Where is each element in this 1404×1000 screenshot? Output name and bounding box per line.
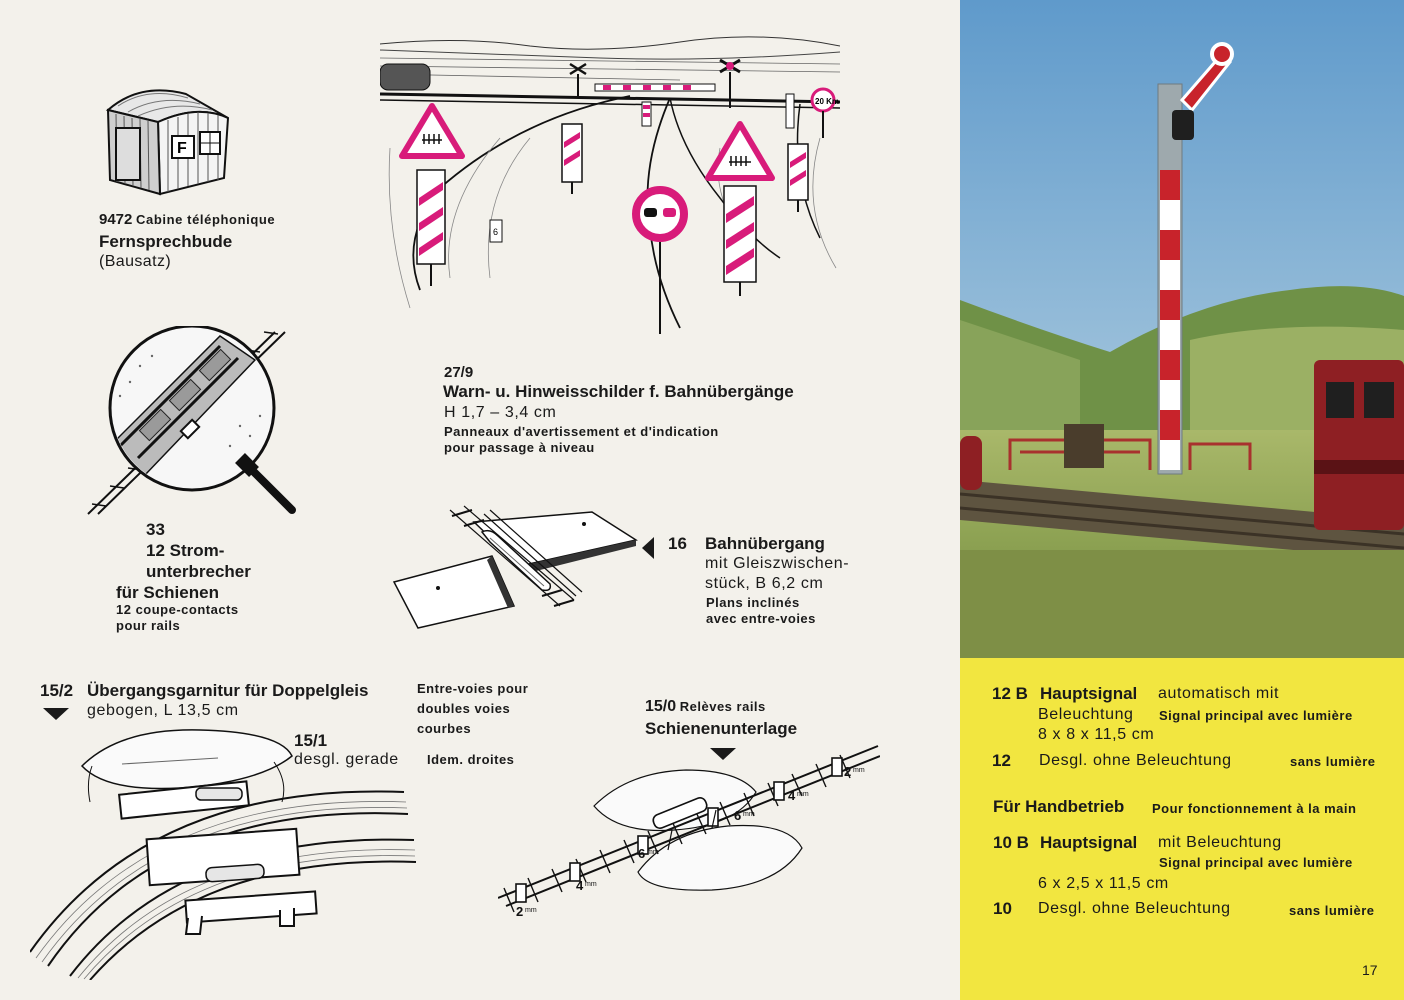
item-15-2-fr-2: doubles voies	[417, 701, 511, 716]
contact-breaker-illustration	[80, 326, 300, 518]
item-15-2-number: 15/2	[40, 681, 74, 700]
semaphore-signal-photo	[960, 0, 1404, 658]
measure-2mm-left: 2	[516, 904, 523, 919]
panel-r9-num: 10	[993, 899, 1012, 918]
item-16-fr-1: Plans inclinés	[706, 595, 800, 610]
measure-unit-6: mm	[853, 767, 865, 774]
item-16-fr-2: avec entre-voies	[706, 611, 816, 626]
rail-lifters-illustration: 2 4 6 6 4 2 mm mm mm mm mm mm	[498, 730, 880, 920]
item-16-number: 16	[668, 534, 687, 553]
item-33-de-2: unterbrecher	[146, 562, 251, 581]
item-27-9-fr-2: pour passage à niveau	[444, 440, 595, 455]
item-15-2-fr-1: Entre-voies pour	[417, 681, 529, 696]
item-15-2-de-1: Übergangsgarnitur für Doppelgleis	[87, 681, 369, 700]
panel-r5-de: Für Handbetrieb	[993, 797, 1125, 816]
item-15-2-de-2: gebogen, L 13,5 cm	[87, 702, 239, 719]
item-33-fr-1: 12 coupe-contacts	[116, 602, 239, 617]
panel-r4-de: Desgl. ohne Beleuchtung	[1039, 752, 1232, 769]
measure-6mm-left: 6	[638, 846, 645, 861]
measure-4mm-left: 4	[576, 878, 584, 893]
item-33-fr-2: pour rails	[116, 618, 181, 633]
panel-r1-name: Hauptsignal	[1040, 684, 1138, 703]
item-15-0-fr: Relèves rails	[679, 699, 766, 714]
measure-6mm-right: 6	[734, 808, 741, 823]
telephone-booth-illustration: F	[88, 82, 238, 202]
item-33-de-1: 12 Strom-	[146, 541, 225, 560]
item-33-de-3: für Schienen	[116, 583, 219, 602]
panel-r6-name: Hauptsignal	[1040, 833, 1138, 852]
panel-r9-fr: sans lumière	[1289, 903, 1375, 918]
item-15-2-fr-3: courbes	[417, 721, 472, 736]
item-15-1-de: desgl. gerade	[294, 751, 399, 768]
item-9472-fr: Cabine téléphonique	[136, 212, 276, 227]
panel-r7-fr: Signal principal avec lumière	[1159, 855, 1353, 870]
km-post-text: 6	[493, 227, 498, 237]
pointer-item-15-2	[43, 708, 69, 720]
item-15-0-de: Schienenunterlage	[645, 719, 798, 738]
road-signs-illustration: 20 Km 6	[380, 28, 840, 338]
panel-r1-num: 12 B	[992, 684, 1028, 703]
level-crossing-illustration	[390, 500, 640, 630]
item-27-9-number: 27/9	[444, 364, 474, 381]
measure-unit-5: mm	[797, 791, 809, 798]
panel-r3-size: 8 x 8 x 11,5 cm	[1038, 726, 1155, 743]
item-33-number: 33	[146, 520, 165, 539]
item-16-de-3: stück, B 6,2 cm	[705, 575, 824, 592]
pointer-item-16	[642, 537, 654, 559]
double-track-illustration	[30, 722, 420, 980]
item-15-0-line: 15/0 Relèves rails	[645, 698, 766, 716]
signal-spec-panel: 12 B Hauptsignal automatisch mit Beleuch…	[960, 658, 1404, 1000]
item-9472-note: (Bausatz)	[99, 253, 172, 270]
panel-r8-size: 6 x 2,5 x 11,5 cm	[1038, 875, 1169, 892]
speed-sign-text: 20 Km	[815, 97, 839, 106]
item-27-9-de: Warn- u. Hinweisschilder f. Bahnübergäng…	[443, 382, 794, 401]
measure-4mm-right: 4	[788, 788, 796, 803]
panel-r6-desc: mit Beleuchtung	[1158, 834, 1282, 851]
panel-r9-de: Desgl. ohne Beleuchtung	[1038, 900, 1231, 917]
item-16-de-2: mit Gleiszwischen-	[705, 555, 850, 572]
panel-r4-num: 12	[992, 751, 1011, 770]
measure-unit-3: mm	[647, 849, 659, 856]
measure-unit-4: mm	[743, 811, 755, 818]
item-9472-line: 9472 Cabine téléphonique	[99, 211, 275, 228]
item-15-0-number: 15/0	[645, 698, 677, 715]
item-27-9-size: H 1,7 – 3,4 cm	[444, 404, 557, 421]
panel-r6-num: 10 B	[993, 833, 1029, 852]
item-9472-number: 9472	[99, 211, 133, 228]
measure-unit-2: mm	[585, 881, 597, 888]
svg-text:F: F	[177, 140, 187, 157]
pointer-item-15-0	[710, 748, 736, 760]
item-15-1-fr: Idem. droites	[427, 752, 515, 767]
panel-r5-fr: Pour fonctionnement à la main	[1152, 801, 1357, 816]
item-15-1-number: 15/1	[294, 731, 328, 750]
item-27-9-fr-1: Panneaux d'avertissement et d'indication	[444, 424, 719, 439]
item-9472-de: Fernsprechbude	[99, 232, 233, 251]
measure-2mm-right: 2	[844, 764, 851, 779]
panel-r2-de: Beleuchtung	[1038, 706, 1134, 723]
measure-unit-1: mm	[525, 907, 537, 914]
panel-r4-fr: sans lumière	[1290, 754, 1376, 769]
page-number: 17	[1362, 962, 1378, 978]
panel-r2-fr: Signal principal avec lumière	[1159, 708, 1353, 723]
item-16-de-1: Bahnübergang	[705, 534, 825, 553]
panel-r1-desc: automatisch mit	[1158, 685, 1280, 702]
